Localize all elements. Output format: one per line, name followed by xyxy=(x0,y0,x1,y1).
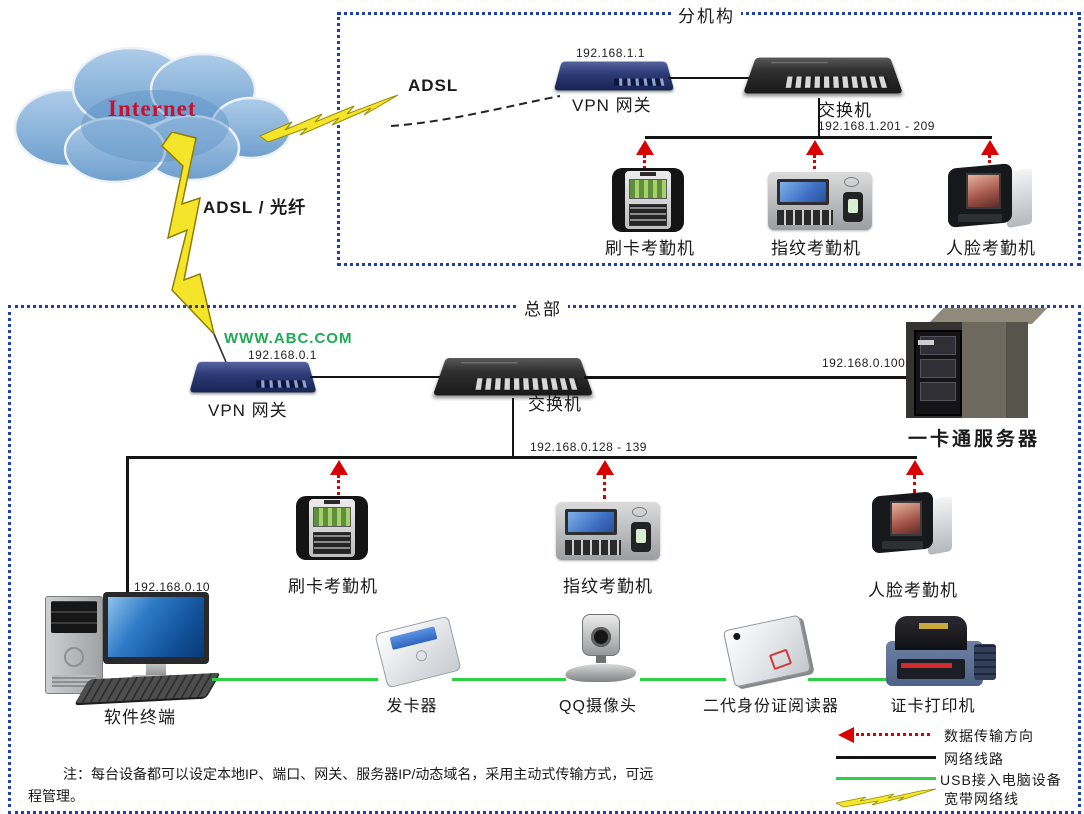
data-arrow-dotted xyxy=(603,475,606,499)
branch-face-attendance-icon xyxy=(948,163,1032,230)
lightning-bolt-icon xyxy=(258,92,400,142)
hq-switch-drop-line xyxy=(512,398,514,458)
hq-switch-label: 交换机 xyxy=(528,395,582,414)
data-arrow-icon xyxy=(906,460,924,475)
branch-vpn-switch-link xyxy=(668,77,754,79)
hq-vpn-ip: 192.168.0.1 xyxy=(248,348,317,362)
legend-arrow-icon xyxy=(838,727,854,743)
hq-ip-range: 192.168.0.128 - 139 xyxy=(530,440,647,454)
data-arrow-dotted xyxy=(913,475,916,493)
hq-bus-line xyxy=(126,456,917,459)
pc-monitor-stand xyxy=(146,664,166,676)
usb-device-label: 证卡打印机 xyxy=(890,698,976,715)
hq-server-link xyxy=(584,376,908,379)
data-arrow-icon xyxy=(636,140,654,155)
branch-fingerprint-attendance-icon xyxy=(768,172,872,230)
usb-device-label: QQ摄像头 xyxy=(559,698,637,715)
branch-device-label: 人脸考勤机 xyxy=(946,239,1036,258)
branch-card-attendance-icon xyxy=(612,168,684,232)
terminal-label: 软件终端 xyxy=(104,708,176,727)
legend-label: 数据传输方向 xyxy=(944,728,1034,744)
usb-line xyxy=(212,678,378,681)
branch-bus-line xyxy=(645,136,992,139)
hq-server-label: 一卡通服务器 xyxy=(908,429,1041,450)
hq-vpn-router-icon xyxy=(189,361,317,393)
diagram-note: 注：每台设备都可以设定本地IP、端口、网关、服务器IP/动态域名，采用主动式传输… xyxy=(28,764,828,807)
legend-label: USB接入电脑设备 xyxy=(940,772,1062,788)
data-arrow-dotted xyxy=(813,155,816,169)
legend-label: 宽带网络线 xyxy=(944,791,1019,807)
hq-zone-title: 总部 xyxy=(518,295,568,320)
branch-device-label: 刷卡考勤机 xyxy=(605,239,695,258)
server-tower-icon xyxy=(902,308,1048,420)
internet-label: Internet xyxy=(108,96,197,121)
usb-line xyxy=(808,678,888,681)
adsl-label: ADSL xyxy=(408,76,459,95)
branch-switch-label: 交换机 xyxy=(818,101,872,120)
legend-dotted-line xyxy=(856,733,930,736)
branch-device-label: 指纹考勤机 xyxy=(771,239,861,258)
data-arrow-dotted xyxy=(337,475,340,495)
data-arrow-icon xyxy=(981,140,999,155)
adsl-dashed-line xyxy=(388,86,564,131)
usb-device-label: 发卡器 xyxy=(386,698,438,715)
webcam-icon xyxy=(563,614,639,682)
hq-device-label: 刷卡考勤机 xyxy=(288,577,378,596)
usb-device-label: 二代身份证阅读器 xyxy=(702,698,840,715)
legend-usb-line xyxy=(836,777,936,780)
hq-face-attendance-icon xyxy=(872,491,952,556)
terminal-ip: 192.168.0.10 xyxy=(134,580,211,594)
hq-website-label: WWW.ABC.COM xyxy=(224,330,353,347)
hq-server-ip: 192.168.0.100 xyxy=(822,356,906,370)
hq-card-attendance-icon xyxy=(296,496,368,560)
hq-terminal-drop-line xyxy=(126,456,129,594)
hq-vpn-switch-link xyxy=(310,376,442,378)
note-line2: 程管理。 xyxy=(28,787,84,804)
legend-network-line xyxy=(836,756,936,759)
hq-device-label: 人脸考勤机 xyxy=(868,581,958,600)
data-arrow-dotted xyxy=(643,155,646,169)
usb-line xyxy=(452,678,566,681)
legend-lightning-icon xyxy=(836,788,936,808)
hq-fingerprint-attendance-icon xyxy=(556,502,660,560)
branch-vpn-label: VPN 网关 xyxy=(572,96,652,115)
lightning-bolt-icon xyxy=(142,132,252,367)
usb-line xyxy=(640,678,726,681)
hq-vpn-label: VPN 网关 xyxy=(208,401,288,420)
pc-tower-icon xyxy=(45,596,103,694)
pc-monitor-icon xyxy=(103,592,209,664)
branch-switch-drop-line xyxy=(818,98,820,138)
branch-switch-icon xyxy=(743,57,903,94)
data-arrow-icon xyxy=(330,460,348,475)
data-arrow-icon xyxy=(596,460,614,475)
note-line1: 注：每台设备都可以设定本地IP、端口、网关、服务器IP/动态域名，采用主动式传输… xyxy=(63,766,654,782)
legend-label: 网络线路 xyxy=(944,751,1004,767)
card-printer-icon xyxy=(886,616,996,686)
branch-zone-title: 分机构 xyxy=(672,2,741,27)
branch-vpn-router-icon xyxy=(553,61,675,91)
branch-ip-range: 192.168.1.201 - 209 xyxy=(818,119,935,133)
hq-device-label: 指纹考勤机 xyxy=(563,577,653,596)
data-arrow-icon xyxy=(806,140,824,155)
data-arrow-dotted xyxy=(988,155,991,169)
branch-vpn-ip: 192.168.1.1 xyxy=(576,46,645,60)
adsl-fiber-label: ADSL / 光纤 xyxy=(203,198,307,217)
